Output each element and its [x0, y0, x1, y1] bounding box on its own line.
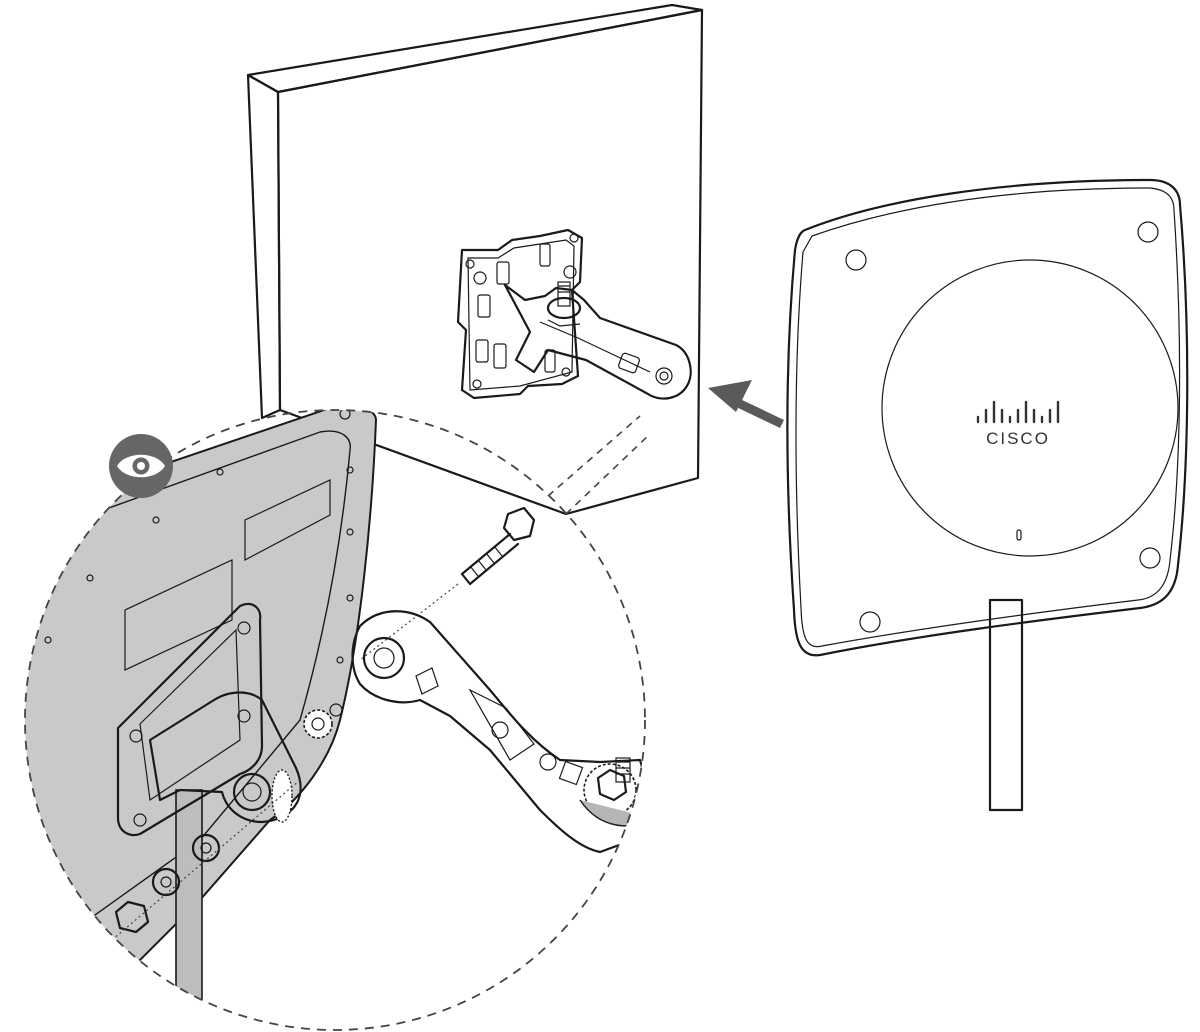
wall-panel — [246, 3, 704, 516]
wall-mount-bracket — [456, 228, 692, 400]
cisco-logo — [976, 400, 1060, 424]
detail-view — [24, 409, 646, 1031]
eye-icon — [109, 434, 173, 498]
arrow-icon — [708, 380, 784, 429]
access-point-device: CISCO — [786, 178, 1189, 812]
brand-logo-text: CISCO — [986, 429, 1050, 448]
mount-arm-detail — [351, 610, 645, 854]
detail-leader-lines — [547, 415, 651, 515]
mounting-bolt — [460, 506, 536, 586]
